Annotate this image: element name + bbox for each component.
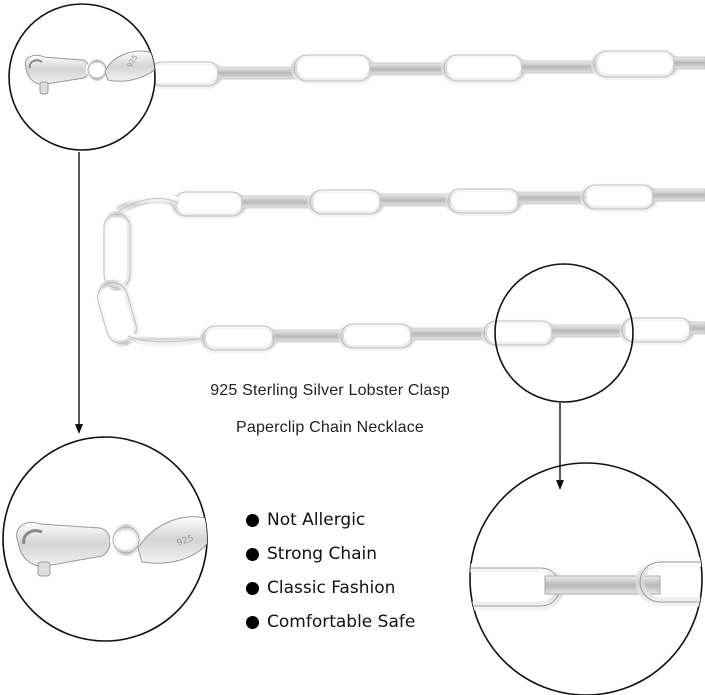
feature-label: Comfortable Safe <box>267 612 416 632</box>
bullet-dot-icon <box>246 615 259 629</box>
product-title-line-2: Paperclip Chain Necklace <box>235 419 424 436</box>
chain-left-turn <box>94 193 206 347</box>
feature-label: Not Allergic <box>267 510 366 530</box>
feature-list: Not Allergic Strong Chain Classic Fashio… <box>246 503 415 639</box>
chain-top-row <box>147 48 705 89</box>
feature-label: Classic Fashion <box>267 578 396 598</box>
feature-label: Strong Chain <box>267 544 378 564</box>
bullet-dot-icon <box>246 547 259 561</box>
zoom-clasp-small: 925 <box>8 3 156 151</box>
arrow-left-callout <box>75 152 83 434</box>
feature-item: Comfortable Safe <box>246 605 415 639</box>
chain-lower-row <box>200 315 705 353</box>
zoom-clasp-large: 925 <box>2 436 208 642</box>
zoom-link-large <box>469 462 703 695</box>
feature-item: Classic Fashion <box>246 571 415 605</box>
feature-item: Strong Chain <box>246 537 415 571</box>
feature-item: Not Allergic <box>246 503 415 537</box>
zoom-link-small <box>494 263 634 403</box>
chain-middle-row <box>171 182 705 219</box>
arrow-right-callout <box>556 403 564 490</box>
bullet-dot-icon <box>246 581 259 595</box>
product-title-line-1: 925 Sterling Silver Lobster Clasp <box>210 382 450 399</box>
bullet-dot-icon <box>246 513 259 527</box>
